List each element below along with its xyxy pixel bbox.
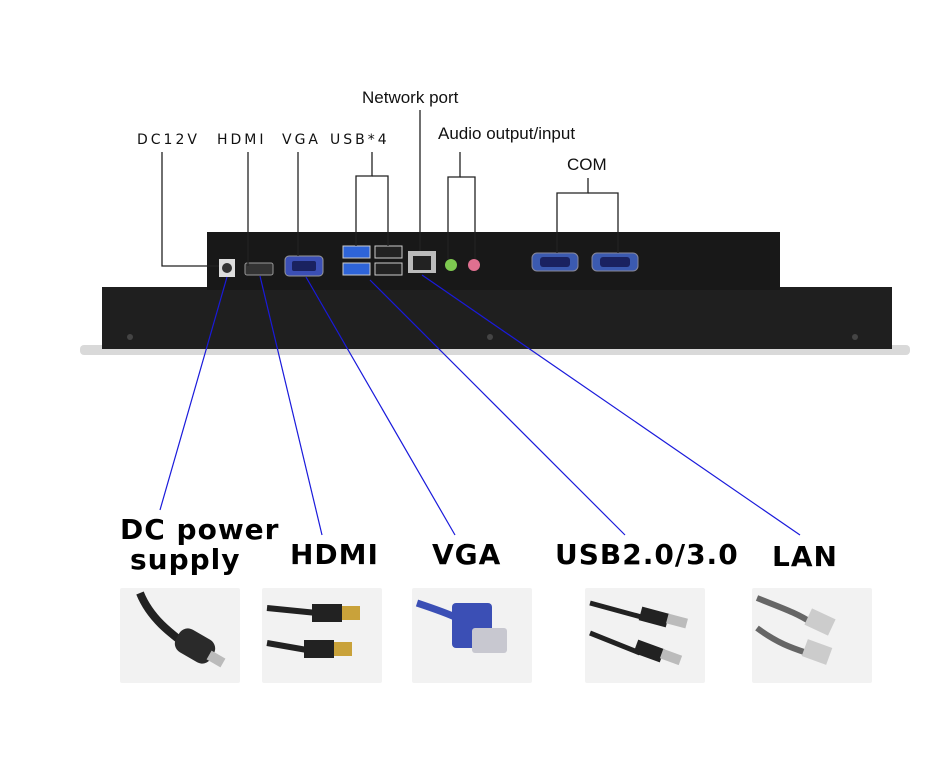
label-dc-power-line1: DC power [120, 513, 280, 546]
panel-screw [852, 334, 858, 340]
vga-port [284, 255, 324, 277]
label-usb4: USB*4 [330, 132, 390, 148]
hdmi-cable-image [262, 588, 382, 683]
callout-lines [161, 110, 619, 267]
label-audio: Audio output/input [438, 124, 576, 143]
hdmi-port [244, 262, 274, 276]
label-vga-cable: VGA [432, 538, 502, 571]
label-network-port: Network port [362, 88, 459, 107]
vga-cable-image [412, 588, 532, 683]
audio-out-jack [445, 259, 457, 271]
lan-port [408, 251, 436, 273]
audio-in-jack [468, 259, 480, 271]
label-dc-power-line2: supply [130, 543, 241, 576]
panel-body [102, 287, 892, 349]
label-vga: VGA [282, 132, 322, 148]
label-lan-cable: LAN [772, 540, 838, 573]
usb-stack [342, 245, 403, 276]
label-com: COM [567, 155, 607, 174]
com-port-2 [591, 252, 639, 272]
label-dc12v: DC12V [137, 132, 200, 148]
lan-cable-image [752, 588, 872, 683]
panel-screw [487, 334, 493, 340]
com-port-1 [531, 252, 579, 272]
panel-screw [127, 334, 133, 340]
dc-plug-image [120, 588, 240, 683]
connector-lines [159, 274, 801, 536]
dc-jack [219, 259, 235, 277]
label-hdmi: HDMI [217, 132, 267, 148]
label-hdmi-cable: HDMI [290, 538, 379, 571]
usb-cable-image [585, 588, 705, 683]
label-usb-cable: USB2.0/3.0 [555, 538, 739, 571]
